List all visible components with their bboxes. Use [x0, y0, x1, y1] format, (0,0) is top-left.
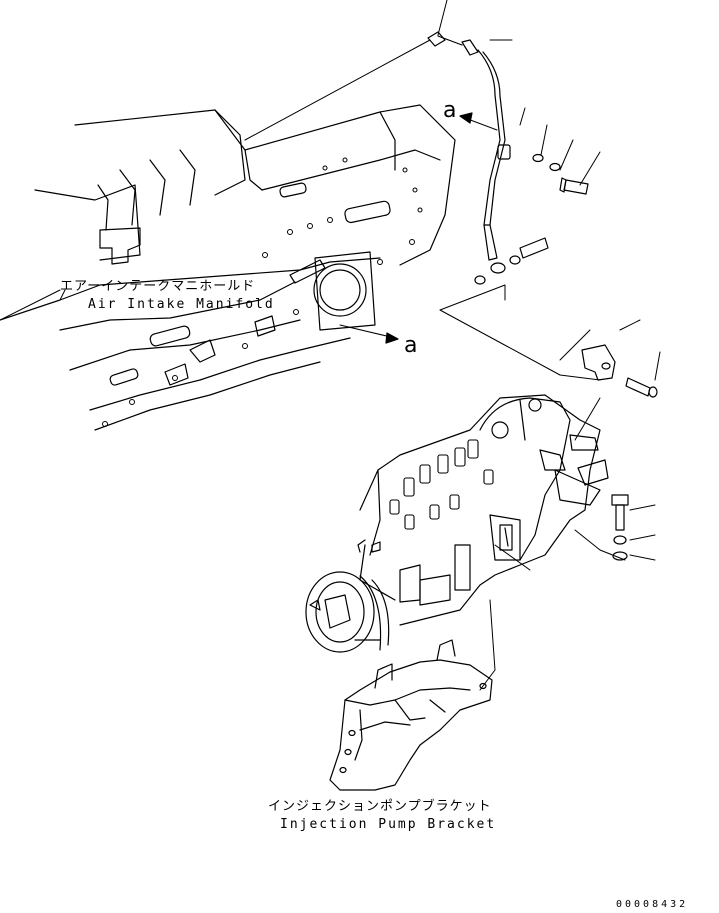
oil-pipe: [428, 32, 510, 260]
view-a-label-top: a: [443, 98, 457, 123]
leader-lines: [0, 0, 660, 690]
view-arrows: [340, 113, 497, 343]
injection-pump-bracket-part: [330, 640, 492, 790]
view-a-label-bottom: a: [404, 333, 418, 358]
bracket-label-jp: インジェクションポンプブラケット: [268, 799, 492, 814]
pump-stay-bracket: [582, 345, 657, 397]
drawing-number: 00008432: [616, 899, 689, 910]
fasteners-right: [612, 495, 628, 560]
manifold-label-jp: エアーインテークマニホールド: [60, 279, 256, 294]
fasteners-upper: [475, 155, 588, 285]
manifold-label-en: Air Intake Manifold: [88, 297, 275, 312]
air-intake-manifold-part: [0, 105, 455, 430]
bracket-label-en: Injection Pump Bracket: [280, 817, 497, 832]
injection-pump-part: [306, 395, 608, 652]
